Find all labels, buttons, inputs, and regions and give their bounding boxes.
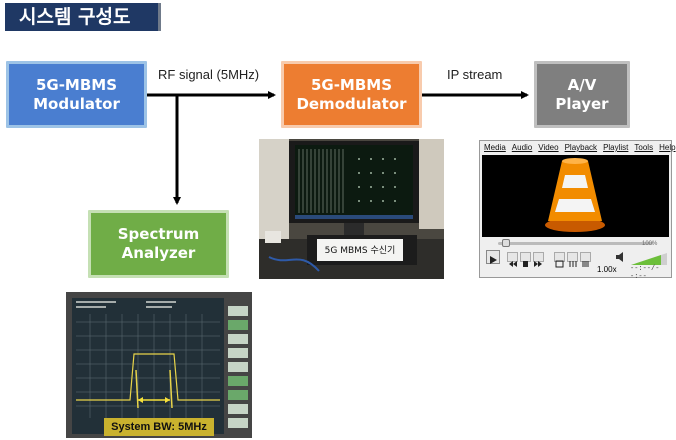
vlc-menu-bar: Media Audio Video Playback Playlist Tools Help <box>480 141 676 155</box>
analyzer-line1: Spectrum <box>117 225 200 243</box>
vlc-play-button[interactable] <box>486 250 500 264</box>
vlc-seek-handle[interactable] <box>502 239 510 247</box>
vlc-seek-bar[interactable] <box>498 242 653 245</box>
playlist-icon <box>582 261 589 267</box>
vlc-cone-icon <box>545 158 605 232</box>
fullscreen-icon <box>555 260 564 268</box>
vlc-volume-text: 100% <box>642 241 658 247</box>
rf-signal-label: RF signal (5MHz) <box>158 67 260 82</box>
vlc-speed[interactable]: 1.00x <box>597 265 617 274</box>
play-icon <box>490 256 497 264</box>
settings-icon <box>569 261 577 267</box>
vlc-stop-button[interactable] <box>520 252 531 267</box>
player-line2: Player <box>555 94 609 113</box>
vlc-extended-button[interactable] <box>567 252 578 267</box>
vlc-menu-audio[interactable]: Audio <box>511 143 533 152</box>
vlc-menu-playback[interactable]: Playback <box>564 143 598 152</box>
previous-icon <box>509 261 517 267</box>
demodulator-line2: Demodulator <box>296 94 407 113</box>
system-bw-caption: System BW: 5MHz <box>104 418 214 436</box>
ip-stream-label: IP stream <box>447 67 503 82</box>
vlc-menu-tools[interactable]: Tools <box>634 143 654 152</box>
next-icon <box>534 261 542 267</box>
receiver-sign-text: 5G MBMS 수신기 <box>324 246 396 256</box>
receiver-photo: 5G MBMS 수신기 <box>259 139 444 279</box>
modulator-line2: Modulator <box>33 94 120 113</box>
vlc-menu-help[interactable]: Help <box>659 143 676 152</box>
demodulator-line1: 5G-MBMS <box>310 75 393 94</box>
vlc-menu-playlist[interactable]: Playlist <box>603 143 629 152</box>
spectrum-screen-art <box>66 292 252 438</box>
vlc-time: --:--/--:-- <box>630 265 660 281</box>
speaker-icon[interactable] <box>615 252 629 262</box>
receiver-photo-art <box>259 139 444 279</box>
vlc-prev-button[interactable] <box>507 252 518 267</box>
stop-icon <box>523 261 528 267</box>
modulator-line1: 5G-MBMS <box>35 75 118 94</box>
vlc-menu-video[interactable]: Video <box>538 143 559 152</box>
vlc-menu-media[interactable]: Media <box>484 143 506 152</box>
vlc-next-button[interactable] <box>533 252 544 267</box>
spectrum-analyzer-photo <box>66 292 252 438</box>
vlc-controls: 100% 1.00x --:--/--:-- <box>480 237 671 281</box>
player-line1: A/V <box>567 75 597 94</box>
page-title: 시스템 구성도 <box>5 3 161 31</box>
vlc-volume-level[interactable] <box>631 250 667 265</box>
vlc-video-area <box>482 155 669 237</box>
vlc-playlist-button[interactable] <box>580 252 591 267</box>
vlc-fullscreen-button[interactable] <box>554 252 565 268</box>
vlc-player-window: Media Audio Video Playback Playlist Tools Help… <box>479 140 676 281</box>
volume-slider <box>631 253 667 265</box>
analyzer-line2: Analyzer <box>121 244 196 262</box>
